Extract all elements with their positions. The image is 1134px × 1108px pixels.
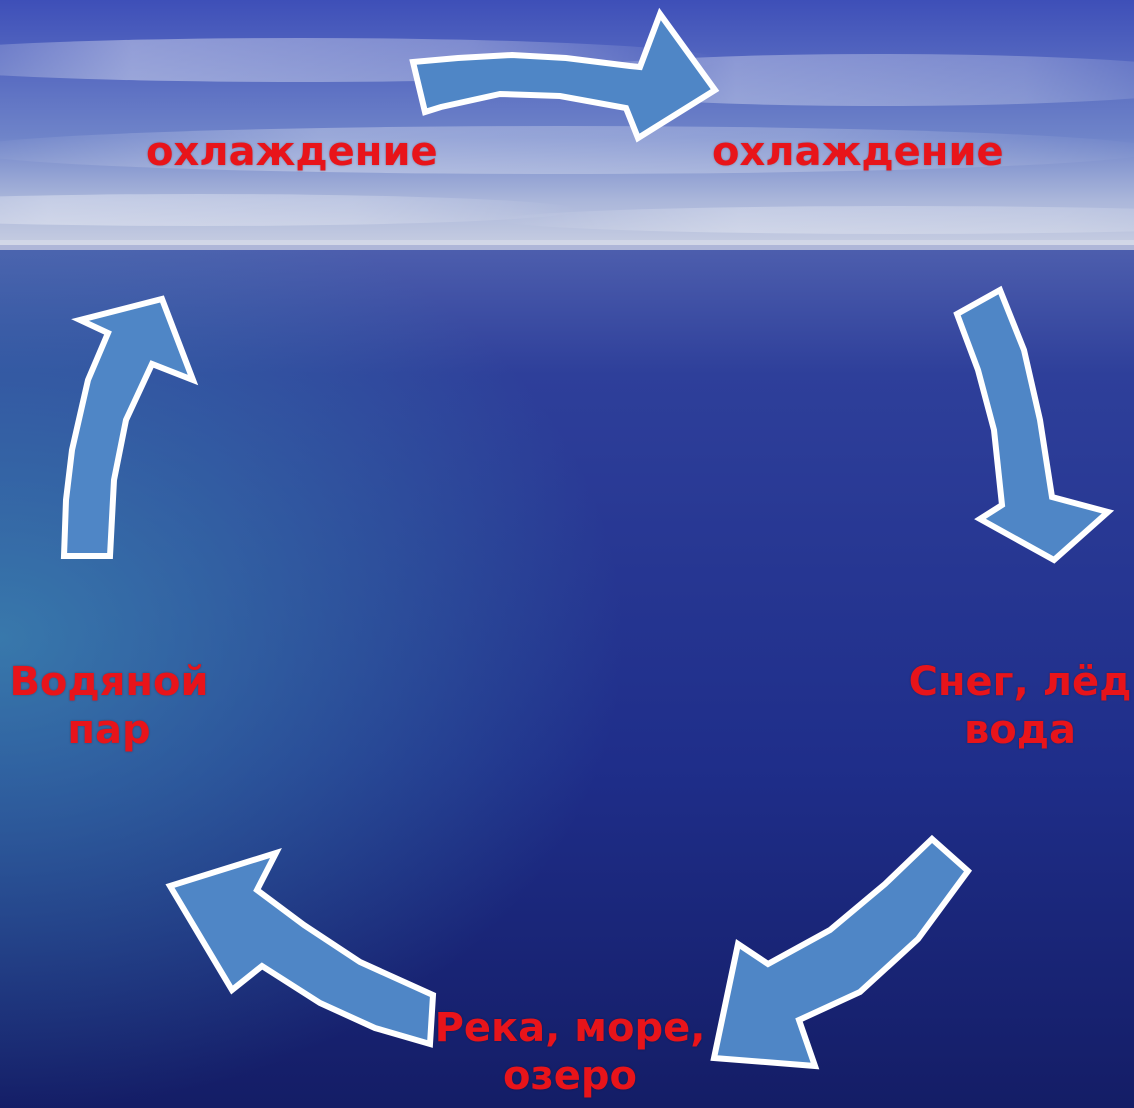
label-water-vapor-line2: пар [67, 707, 151, 753]
label-snow-ice-line1: Снег, лёд [908, 659, 1132, 705]
arrow-top [409, 7, 720, 143]
label-river-sea-lake: Река, море, озеро [420, 1004, 720, 1100]
label-river-sea-line2: озеро [503, 1053, 637, 1099]
arrow-bottom-left [165, 848, 437, 1048]
arrow-bottom-right [710, 834, 973, 1070]
label-snow-ice-line2: вода [963, 707, 1077, 753]
arrow-left [60, 295, 199, 559]
label-cooling-left: охлаждение [146, 129, 438, 175]
label-water-vapor: Водяной пар [4, 658, 214, 754]
label-river-sea-line1: Река, море, [434, 1005, 706, 1051]
arrow-right [953, 285, 1115, 564]
label-water-vapor-line1: Водяной [9, 659, 209, 705]
label-snow-ice-water: Снег, лёд вода [900, 658, 1134, 754]
label-cooling-right: охлаждение [712, 129, 1004, 175]
